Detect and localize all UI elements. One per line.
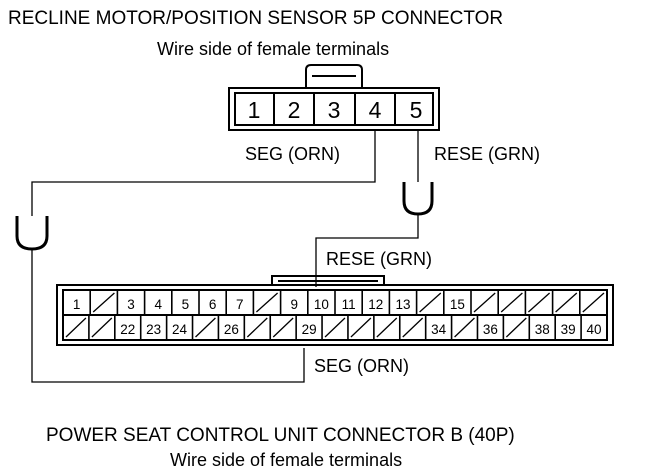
pin-number: 5 xyxy=(182,297,190,312)
bottom-connector-lock-tab xyxy=(271,275,385,285)
unused-pin-slash xyxy=(500,292,523,313)
seg-top-label: SEG (ORN) xyxy=(245,144,340,164)
unused-pin-slash xyxy=(473,292,496,313)
unused-pin-slash xyxy=(376,317,398,338)
unused-pin-slash xyxy=(195,317,216,338)
pin-number: 6 xyxy=(209,297,217,312)
top-pin: 4 xyxy=(369,97,382,123)
pin-number: 26 xyxy=(224,322,239,337)
unused-pin-slash xyxy=(454,317,475,338)
unused-pin-slash xyxy=(527,292,551,313)
pin-number: 39 xyxy=(561,322,576,337)
seg-bottom-label: SEG (ORN) xyxy=(314,356,409,376)
top-pin: 3 xyxy=(328,97,341,123)
pin-number: 12 xyxy=(368,297,383,312)
pin-number: 9 xyxy=(290,297,298,312)
pin-number: 23 xyxy=(146,322,161,337)
pin-number: 38 xyxy=(535,322,550,337)
top-pin: 2 xyxy=(288,97,301,123)
pin-number: 40 xyxy=(587,322,602,337)
rese-top-label: RESE (GRN) xyxy=(434,144,540,164)
wire-lines xyxy=(31,130,419,383)
pin-number: 3 xyxy=(127,297,135,312)
pin-number: 13 xyxy=(395,297,410,312)
unused-pin-slash xyxy=(555,292,578,313)
unused-pin-slash xyxy=(92,292,115,313)
bottom-connector-subtitle: Wire side of female terminals xyxy=(170,450,402,470)
top-connector-body xyxy=(228,87,440,131)
pin-number: 22 xyxy=(120,322,135,337)
top-connector-pins: 1 2 3 4 5 xyxy=(248,97,423,123)
rese-bottom-label: RESE (GRN) xyxy=(326,249,432,269)
unused-pin-slash xyxy=(419,292,442,313)
pin-number: 29 xyxy=(302,322,317,337)
top-connector-title: RECLINE MOTOR/POSITION SENSOR 5P CONNECT… xyxy=(8,8,503,29)
seg-junction-symbol xyxy=(15,216,49,251)
top-pin: 1 xyxy=(248,97,261,123)
bottom-connector-title: POWER SEAT CONTROL UNIT CONNECTOR B (40P… xyxy=(46,425,515,446)
unused-pin-slash xyxy=(350,317,372,338)
unused-pin-slash xyxy=(402,317,424,338)
unused-pin-slash xyxy=(246,317,268,338)
seg-wire-upper xyxy=(31,130,376,216)
pin-number: 24 xyxy=(172,322,188,337)
pin-number: 36 xyxy=(483,322,498,337)
unused-pin-slash xyxy=(582,292,605,313)
unused-pin-slash xyxy=(65,317,87,338)
unused-pin-slash xyxy=(272,317,294,338)
pin-number: 1 xyxy=(73,297,81,312)
unused-pin-slash xyxy=(255,292,279,313)
unused-pin-slash xyxy=(91,317,113,338)
top-connector-lock-tab xyxy=(305,64,363,88)
pin-number: 4 xyxy=(154,297,162,312)
unused-pin-slash xyxy=(505,317,527,338)
pin-number: 7 xyxy=(236,297,244,312)
pin-number: 34 xyxy=(431,322,447,337)
pin-number: 15 xyxy=(450,297,465,312)
pin-number: 11 xyxy=(342,297,356,312)
unused-pin-slash xyxy=(324,317,346,338)
top-connector-subtitle: Wire side of female terminals xyxy=(157,39,389,59)
seg-wire-lower xyxy=(31,250,305,383)
top-5p-connector xyxy=(228,64,440,131)
rese-junction-symbol xyxy=(402,182,434,216)
bottom-connector-body xyxy=(56,284,614,346)
pin-number: 10 xyxy=(314,297,329,312)
top-connector-face xyxy=(234,92,434,126)
top-pin: 5 xyxy=(410,97,423,123)
rese-wire-lower xyxy=(315,215,419,287)
